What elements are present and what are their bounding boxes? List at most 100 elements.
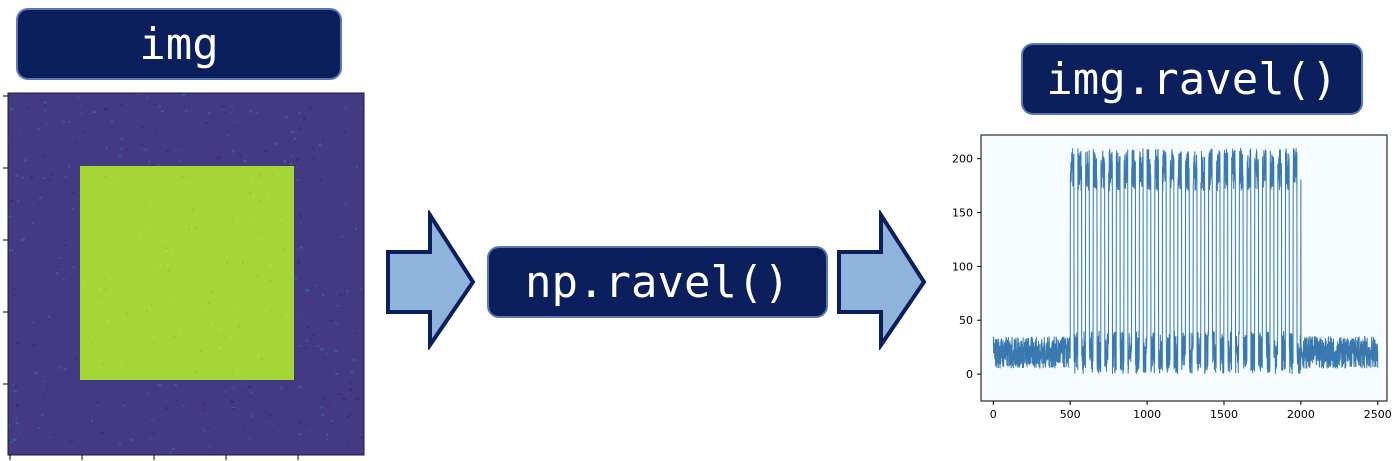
noise-speck <box>119 104 123 106</box>
noise-speck <box>326 438 329 441</box>
noise-speck <box>282 159 287 163</box>
noise-speck <box>211 290 214 293</box>
noise-speck <box>10 107 14 111</box>
noise-speck <box>173 383 177 386</box>
noise-speck <box>231 407 236 409</box>
noise-speck <box>147 160 151 162</box>
noise-speck <box>233 387 235 389</box>
noise-speck <box>78 103 81 106</box>
noise-speck <box>17 200 20 202</box>
noise-speck <box>250 391 253 394</box>
noise-speck <box>298 111 301 114</box>
noise-speck <box>13 294 15 297</box>
noise-speck <box>225 262 228 265</box>
noise-speck <box>178 160 181 162</box>
noise-speck <box>63 367 67 371</box>
noise-speck <box>184 110 188 112</box>
noise-speck <box>270 264 273 266</box>
noise-speck <box>280 386 283 390</box>
noise-speck <box>9 249 13 252</box>
noise-speck <box>243 425 246 428</box>
noise-speck <box>249 395 252 399</box>
noise-speck <box>295 179 300 181</box>
noise-speck <box>250 415 253 418</box>
noise-speck <box>243 159 247 163</box>
noise-speck <box>343 130 347 133</box>
noise-speck <box>120 137 124 140</box>
noise-speck <box>231 220 234 223</box>
noise-speck <box>285 316 288 318</box>
noise-speck <box>119 147 124 150</box>
noise-speck <box>176 400 178 402</box>
noise-speck <box>334 322 338 325</box>
noise-speck <box>311 333 315 337</box>
noise-speck <box>29 175 34 179</box>
noise-speck <box>118 155 122 158</box>
noise-speck <box>181 175 184 178</box>
noise-speck <box>171 251 174 254</box>
noise-speck <box>299 246 303 249</box>
noise-speck <box>111 121 113 124</box>
noise-speck <box>147 164 150 166</box>
noise-speck <box>248 385 252 388</box>
noise-speck <box>249 191 252 194</box>
noise-speck <box>43 109 47 111</box>
noise-speck <box>8 215 12 218</box>
noise-speck <box>47 315 51 318</box>
noise-speck <box>336 305 340 307</box>
noise-speck <box>41 414 44 417</box>
noise-speck <box>200 349 202 352</box>
noise-speck <box>56 265 61 268</box>
noise-speck <box>80 113 83 115</box>
noise-speck <box>320 406 324 409</box>
noise-speck <box>72 266 75 269</box>
noise-speck <box>75 357 78 361</box>
noise-speck <box>122 404 125 407</box>
noise-speck <box>62 121 67 123</box>
noise-speck <box>76 141 78 144</box>
noise-speck <box>88 112 90 114</box>
noise-speck <box>164 406 168 410</box>
noise-speck <box>157 383 162 387</box>
noise-speck <box>221 105 225 108</box>
noise-speck <box>319 143 322 147</box>
noise-speck <box>203 409 207 412</box>
noise-speck <box>265 410 268 413</box>
noise-speck <box>10 199 14 202</box>
noise-speck <box>38 203 41 205</box>
noise-speck <box>255 112 259 115</box>
noise-speck <box>362 450 364 453</box>
noise-speck <box>204 122 209 124</box>
noise-speck <box>104 175 107 178</box>
noise-speck <box>173 335 176 338</box>
noise-speck <box>335 276 337 278</box>
noise-speck <box>52 434 57 436</box>
noise-speck <box>316 345 320 347</box>
noise-speck <box>328 227 331 229</box>
noise-speck <box>322 355 324 358</box>
noise-speck <box>348 381 352 384</box>
noise-speck <box>64 244 68 247</box>
noise-speck <box>354 227 357 231</box>
noise-speck <box>321 397 326 400</box>
noise-speck <box>148 228 151 231</box>
noise-speck <box>230 112 233 114</box>
noise-speck <box>230 400 234 403</box>
noise-speck <box>150 303 153 306</box>
noise-speck <box>32 344 37 347</box>
noise-speck <box>295 159 299 162</box>
noise-speck <box>281 351 284 354</box>
noise-speck <box>334 349 338 353</box>
noise-speck <box>208 301 211 304</box>
noise-speck <box>158 264 161 266</box>
noise-speck <box>105 96 108 98</box>
noise-speck <box>298 421 303 424</box>
noise-speck <box>203 426 205 430</box>
noise-speck <box>13 385 17 388</box>
noise-speck <box>271 430 275 433</box>
noise-speck <box>37 426 41 429</box>
noise-speck <box>107 319 109 322</box>
noise-speck <box>37 127 41 131</box>
noise-speck <box>136 93 140 95</box>
